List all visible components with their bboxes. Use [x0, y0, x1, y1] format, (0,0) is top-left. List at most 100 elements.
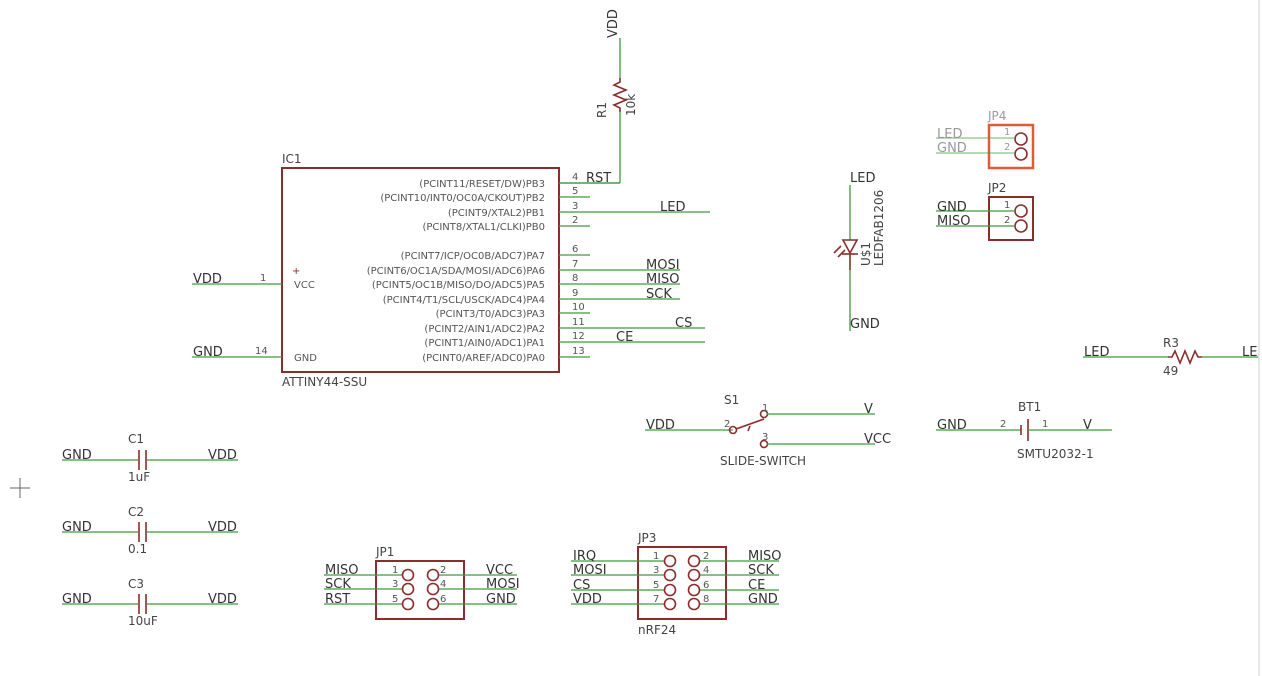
ic1-pin-label: (PCINT6/OC1A/SDA/MOSI/ADC6)PA6 [367, 266, 545, 277]
ic1-pin-net-label: MOSI [646, 258, 680, 273]
jp1-left-net: MISO [325, 563, 359, 578]
ic1-pin-label: (PCINT3/T0/ADC3)PA3 [436, 309, 545, 320]
s1-value-label: SLIDE-SWITCH [720, 454, 806, 468]
svg-text:MISO: MISO [937, 214, 971, 229]
c3-value-label: 10uF [128, 614, 158, 628]
capacitor-c3[interactable]: C3 GND VDD 10uF [62, 577, 238, 628]
jp2-ref-label: JP2 [987, 181, 1006, 195]
r1-ref-label: R1 [595, 102, 609, 118]
ic1-pin-number: 6 [572, 244, 578, 255]
r1-value-label: 10k [624, 94, 638, 116]
jp3-left-net: VDD [573, 592, 602, 607]
header-jp2[interactable]: JP2 GND MISO 1 2 [936, 181, 1034, 241]
jp4-ref-label: JP4 [987, 109, 1006, 123]
ic1-pin-number: 3 [572, 201, 578, 212]
ic1-pin-row: (PCINT4/T1/SCL/USCK/ADC4)PA4 9 SCK [383, 287, 680, 306]
jp3-right-net: MISO [748, 549, 782, 564]
ic1-pin-net-label: MISO [646, 272, 680, 287]
capacitor-c2[interactable]: C2 GND VDD 0.1 [62, 505, 238, 556]
jp1-left-num: 1 [392, 565, 398, 576]
header-jp4[interactable]: JP4 LED GND 1 2 [936, 109, 1035, 170]
u1-gnd-net-label: GND [850, 317, 880, 332]
ic1-pin-net-label: LED [660, 200, 685, 215]
svg-text:3: 3 [762, 432, 768, 443]
svg-text:1: 1 [762, 403, 768, 414]
ic1-pin-net-label: CE [616, 330, 633, 345]
ic1-pin-net-label: CS [675, 316, 692, 331]
ic1-pin-number: 12 [572, 331, 585, 342]
svg-text:2: 2 [1004, 142, 1010, 153]
bt1-ref-label: BT1 [1018, 400, 1041, 414]
ic1-pin-net-label: SCK [646, 287, 672, 302]
svg-text:VDD: VDD [208, 448, 237, 463]
ic1-pin-number: 9 [572, 288, 578, 299]
svg-text:VCC: VCC [864, 432, 891, 447]
ic1-pin-label: (PCINT7/ICP/OC0B/ADC7)PA7 [401, 251, 545, 262]
jp1-left-num: 5 [392, 594, 398, 605]
ic1-pin-label: (PCINT2/AIN1/ADC2)PA2 [424, 324, 545, 335]
ic1-pin-label: (PCINT10/INT0/OC0A/CKOUT)PB2 [380, 193, 545, 204]
slide-switch-s1[interactable]: S1 VDD 2 1 3 V VCC SLIDE-SWITCH [645, 393, 891, 468]
ic1-pin-number: 8 [572, 273, 578, 284]
u1-led-net-label: LED [850, 171, 875, 186]
battery-bt1[interactable]: BT1 GND 2 1 V SMTU2032-1 [936, 400, 1112, 461]
c2-value-label: 0.1 [128, 542, 147, 556]
jp3-left-num: 7 [653, 594, 659, 605]
jp3-right-num: 6 [703, 580, 709, 591]
c2-ref-label: C2 [128, 505, 144, 519]
jp3-left-net: CS [573, 578, 590, 593]
svg-text:VCC: VCC [294, 280, 315, 291]
svg-text:2: 2 [1000, 419, 1006, 430]
resistor-r3[interactable]: LED R3 49 LE [1083, 336, 1258, 378]
bt1-value-label: SMTU2032-1 [1017, 447, 1094, 461]
ic1-pin-number: 5 [572, 186, 578, 197]
svg-text:VDD: VDD [208, 592, 237, 607]
jp3-ref-label: JP3 [637, 531, 656, 545]
svg-text:2: 2 [1004, 215, 1010, 226]
capacitor-c1[interactable]: C1 GND VDD 1uF [62, 432, 238, 484]
svg-text:LED: LED [1084, 345, 1109, 360]
jp1-ref-label: JP1 [375, 545, 394, 559]
r3-ref-label: R3 [1163, 336, 1179, 350]
ic1-pin-row: (PCINT6/OC1A/SDA/MOSI/ADC6)PA6 7 MOSI [367, 258, 680, 277]
ic1-pin-label: (PCINT1/AIN0/ADC1)PA1 [424, 338, 545, 349]
jp3-right-net: SCK [748, 563, 774, 578]
ic1-pin-label: (PCINT4/T1/SCL/USCK/ADC4)PA4 [383, 295, 545, 306]
jp3-left-net: MOSI [573, 563, 607, 578]
u1-value-label: LEDFAB1206 [872, 190, 886, 266]
s1-ref-label: S1 [724, 393, 739, 407]
ic1-pin-row: (PCINT1/AIN0/ADC1)PA1 12 CE [424, 330, 705, 349]
svg-text:V: V [1083, 418, 1092, 433]
svg-text:GND: GND [193, 345, 223, 360]
jp1-left-net: RST [325, 592, 350, 607]
svg-text:GND: GND [62, 520, 92, 535]
svg-text:LE: LE [1242, 345, 1257, 360]
ic1-pin-number: 2 [572, 215, 578, 226]
svg-text:GND: GND [62, 448, 92, 463]
ic1-pin-label: (PCINT8/XTAL1/CLKI)PB0 [422, 222, 545, 233]
crosshair-cursor [10, 478, 30, 498]
ic1-pin-number: 13 [572, 346, 585, 357]
r1-vdd-net-label: VDD [606, 9, 621, 38]
led-u1[interactable]: LED U$1 LEDFAB1206 GND [833, 171, 886, 332]
ic1-pin-label: (PCINT11/RESET/DW)PB3 [419, 179, 545, 190]
ic1-pin-number: 7 [572, 259, 578, 270]
jp1-right-num: 6 [440, 594, 446, 605]
svg-text:VDD: VDD [193, 272, 222, 287]
c1-value-label: 1uF [128, 470, 150, 484]
ic1-ref-label: IC1 [282, 152, 302, 166]
resistor-r1[interactable]: VDD R1 10k [560, 9, 638, 184]
jp1-left-num: 3 [392, 579, 398, 590]
